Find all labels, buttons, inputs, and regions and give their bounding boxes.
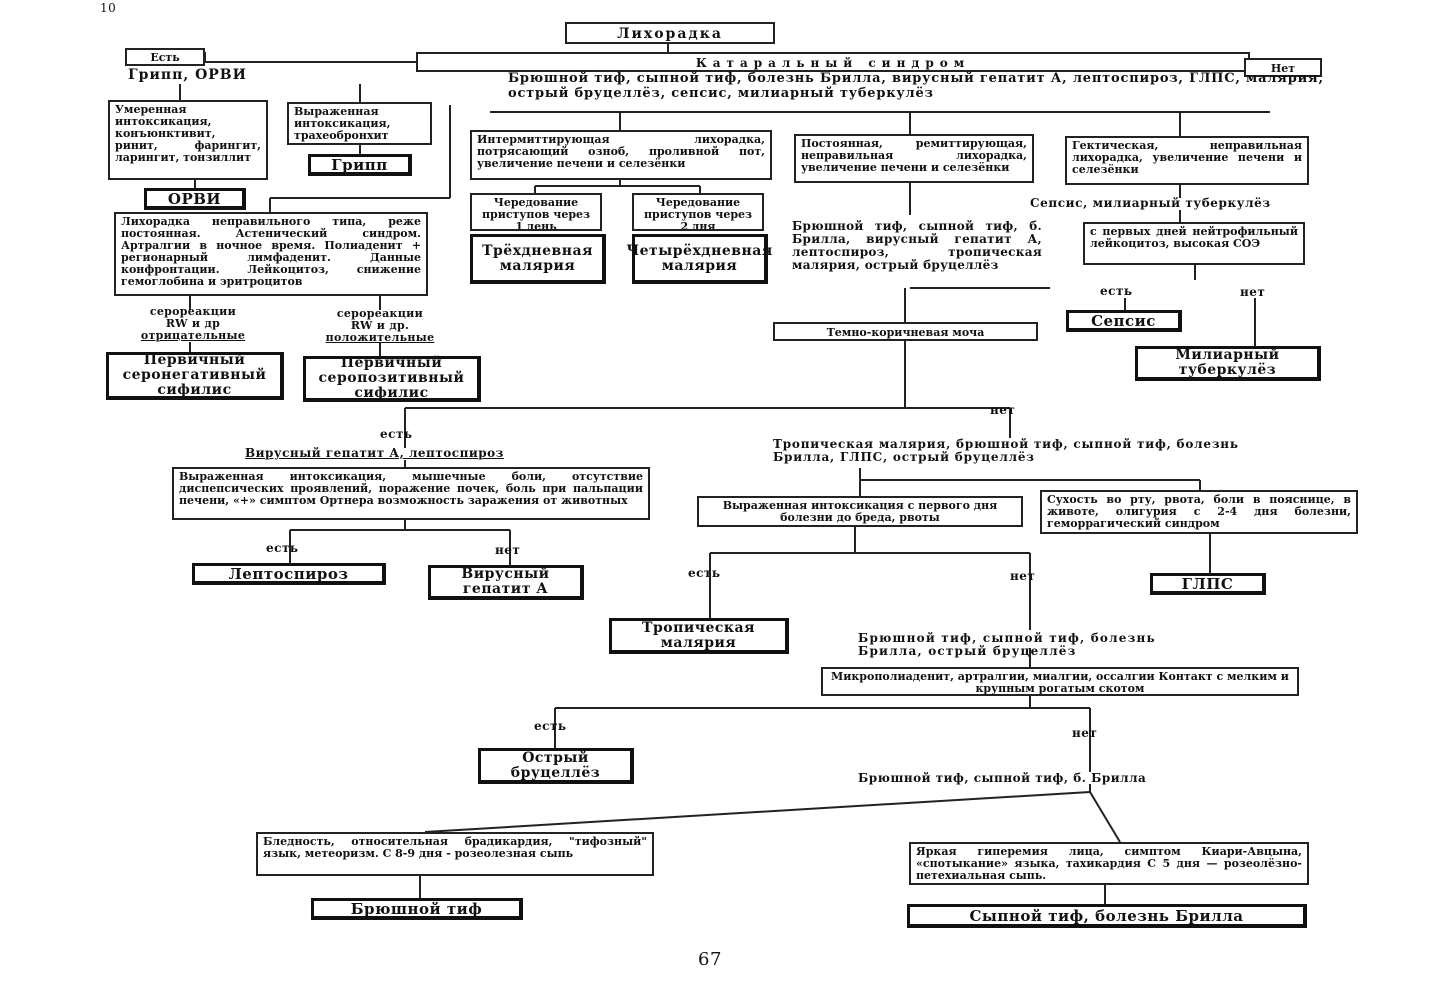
outcome-typhoid: Брюшной тиф — [311, 898, 523, 920]
facial-hyperemia-box: Яркая гиперемия лица, симптом Киари-Авцы… — [909, 842, 1309, 885]
micropolyadenitis-box: Микрополиаденит, артралгии, миалгии, осс… — [821, 667, 1299, 696]
constant-remittent-box: Постоянная, ремиттирующая, неправильная … — [794, 134, 1034, 183]
catarrhal-present-box: Есть — [125, 48, 205, 66]
hepatitis-lepto-heading: Вирусный гепатит А, лептоспироз — [245, 446, 504, 460]
lepto-yes-label: есть — [266, 541, 299, 555]
outcome-leptospirosis: Лептоспироз — [192, 563, 386, 585]
intermittent-fever-box: Интермиттирующая лихорадка, потрясающий … — [470, 130, 772, 180]
dark-urine-yes-label: есть — [380, 427, 413, 441]
outcome-typhus-brill: Сыпной тиф, болезнь Брилла — [907, 904, 1307, 928]
flu-arvi-heading: Грипп, ОРВИ — [128, 67, 247, 83]
constant-fever-list: Брюшной тиф, сыпной тиф, б. Брилла, виру… — [792, 219, 1042, 272]
root-fever-box: Лихорадка — [565, 22, 775, 44]
syphilis-criteria-box: Лихорадка неправильного типа, реже посто… — [114, 212, 428, 296]
sero-neg-line1: серореакции — [149, 305, 237, 318]
outcome-tropical-malaria: Тропическая малярия — [609, 618, 789, 654]
corner-page-number: 10 — [100, 1, 117, 15]
outcome-hepatitis-a: Вирусный гепатит А — [428, 565, 584, 600]
sero-neg-line2: RW и др — [165, 317, 221, 330]
catarrhal-syndrome-box: Катаральный синдром — [416, 52, 1250, 72]
page-number: 67 — [698, 949, 722, 970]
non-catarrhal-list: Брюшной тиф, сыпной тиф, болезнь Брилла,… — [508, 71, 1324, 101]
seroreaction-negative-label: серореакции RW и др отрицательные — [128, 306, 258, 342]
dry-mouth-box: Сухость во рту, рвота, боли в пояснице, … — [1040, 490, 1358, 534]
outcome-seropositive-syphilis: Первичный серопозитивный сифилис — [303, 356, 481, 402]
severe-delirium-box: Выраженная интоксикация с первого дня бо… — [697, 496, 1023, 527]
sepsis-tb-heading: Сепсис, милиарный туберкулёз — [1030, 196, 1271, 210]
catarrhal-absent-box: Нет — [1244, 58, 1322, 77]
neutrophil-leukocytosis-box: с первых дней нейтрофильный лейкоцитоз, … — [1083, 222, 1305, 265]
outcome-acute-brucellosis: Острый бруцеллёз — [478, 748, 634, 784]
outcome-seronegative-syphilis: Первичный серонегативный сифилис — [106, 352, 284, 400]
delirium-yes-label: есть — [688, 566, 721, 580]
typhoid-brucellosis-list: Брюшной тиф, сыпной тиф, болезнь Брилла,… — [858, 631, 1156, 658]
contact-yes-label: есть — [534, 719, 567, 733]
sero-pos-line3: положительные — [325, 331, 435, 344]
outcome-flu: Грипп — [308, 154, 412, 176]
dark-urine-no-label: нет — [990, 403, 1016, 417]
outcome-miliary-tb: Милиарный туберкулёз — [1135, 346, 1321, 381]
severe-intoxication-box: Выраженная интоксикация, трахеобронхит — [287, 102, 432, 145]
hectic-fever-box: Гектическая, неправильная лихорадка, уве… — [1065, 136, 1309, 185]
pallor-bradycardia-box: Бледность, относительная брадикардия, "т… — [256, 832, 654, 876]
sero-pos-line1: серореакции — [336, 307, 424, 320]
contact-no-label: нет — [1072, 726, 1098, 740]
moderate-intoxication-box: Умеренная интоксикация, конъюнктивит, ри… — [108, 100, 268, 180]
outcome-quartan-malaria: Четырёхдневная малярия — [626, 234, 772, 284]
delirium-no-label: нет — [1010, 569, 1036, 583]
dark-urine-box: Темно-коричневая моча — [773, 322, 1038, 341]
leptospirosis-criteria-box: Выраженная интоксикация, мышечные боли, … — [172, 467, 650, 520]
typhoid-typhus-heading: Брюшной тиф, сыпной тиф, б. Брилла — [858, 771, 1147, 785]
sero-neg-line3: отрицательные — [140, 329, 246, 342]
lepto-no-label: нет — [495, 543, 521, 557]
sero-pos-line2: RW и др. — [350, 319, 410, 332]
outcome-arvi: ОРВИ — [144, 188, 246, 210]
alternation-1day-box: Чередование приступов через 1 день — [470, 193, 602, 231]
outcome-hfrs: ГЛПС — [1150, 573, 1266, 595]
sepsis-no-label: нет — [1240, 285, 1266, 299]
seroreaction-positive-label: серореакции RW и др. положительные — [310, 308, 450, 344]
sepsis-yes-label: есть — [1100, 284, 1133, 298]
tropical-list: Тропическая малярия, брюшной тиф, сыпной… — [773, 437, 1239, 464]
alternation-2day-box: Чередование приступов через 2 дня — [632, 193, 764, 231]
outcome-sepsis: Сепсис — [1066, 310, 1182, 332]
outcome-tertian-malaria: Трёхдневная малярия — [470, 234, 606, 284]
